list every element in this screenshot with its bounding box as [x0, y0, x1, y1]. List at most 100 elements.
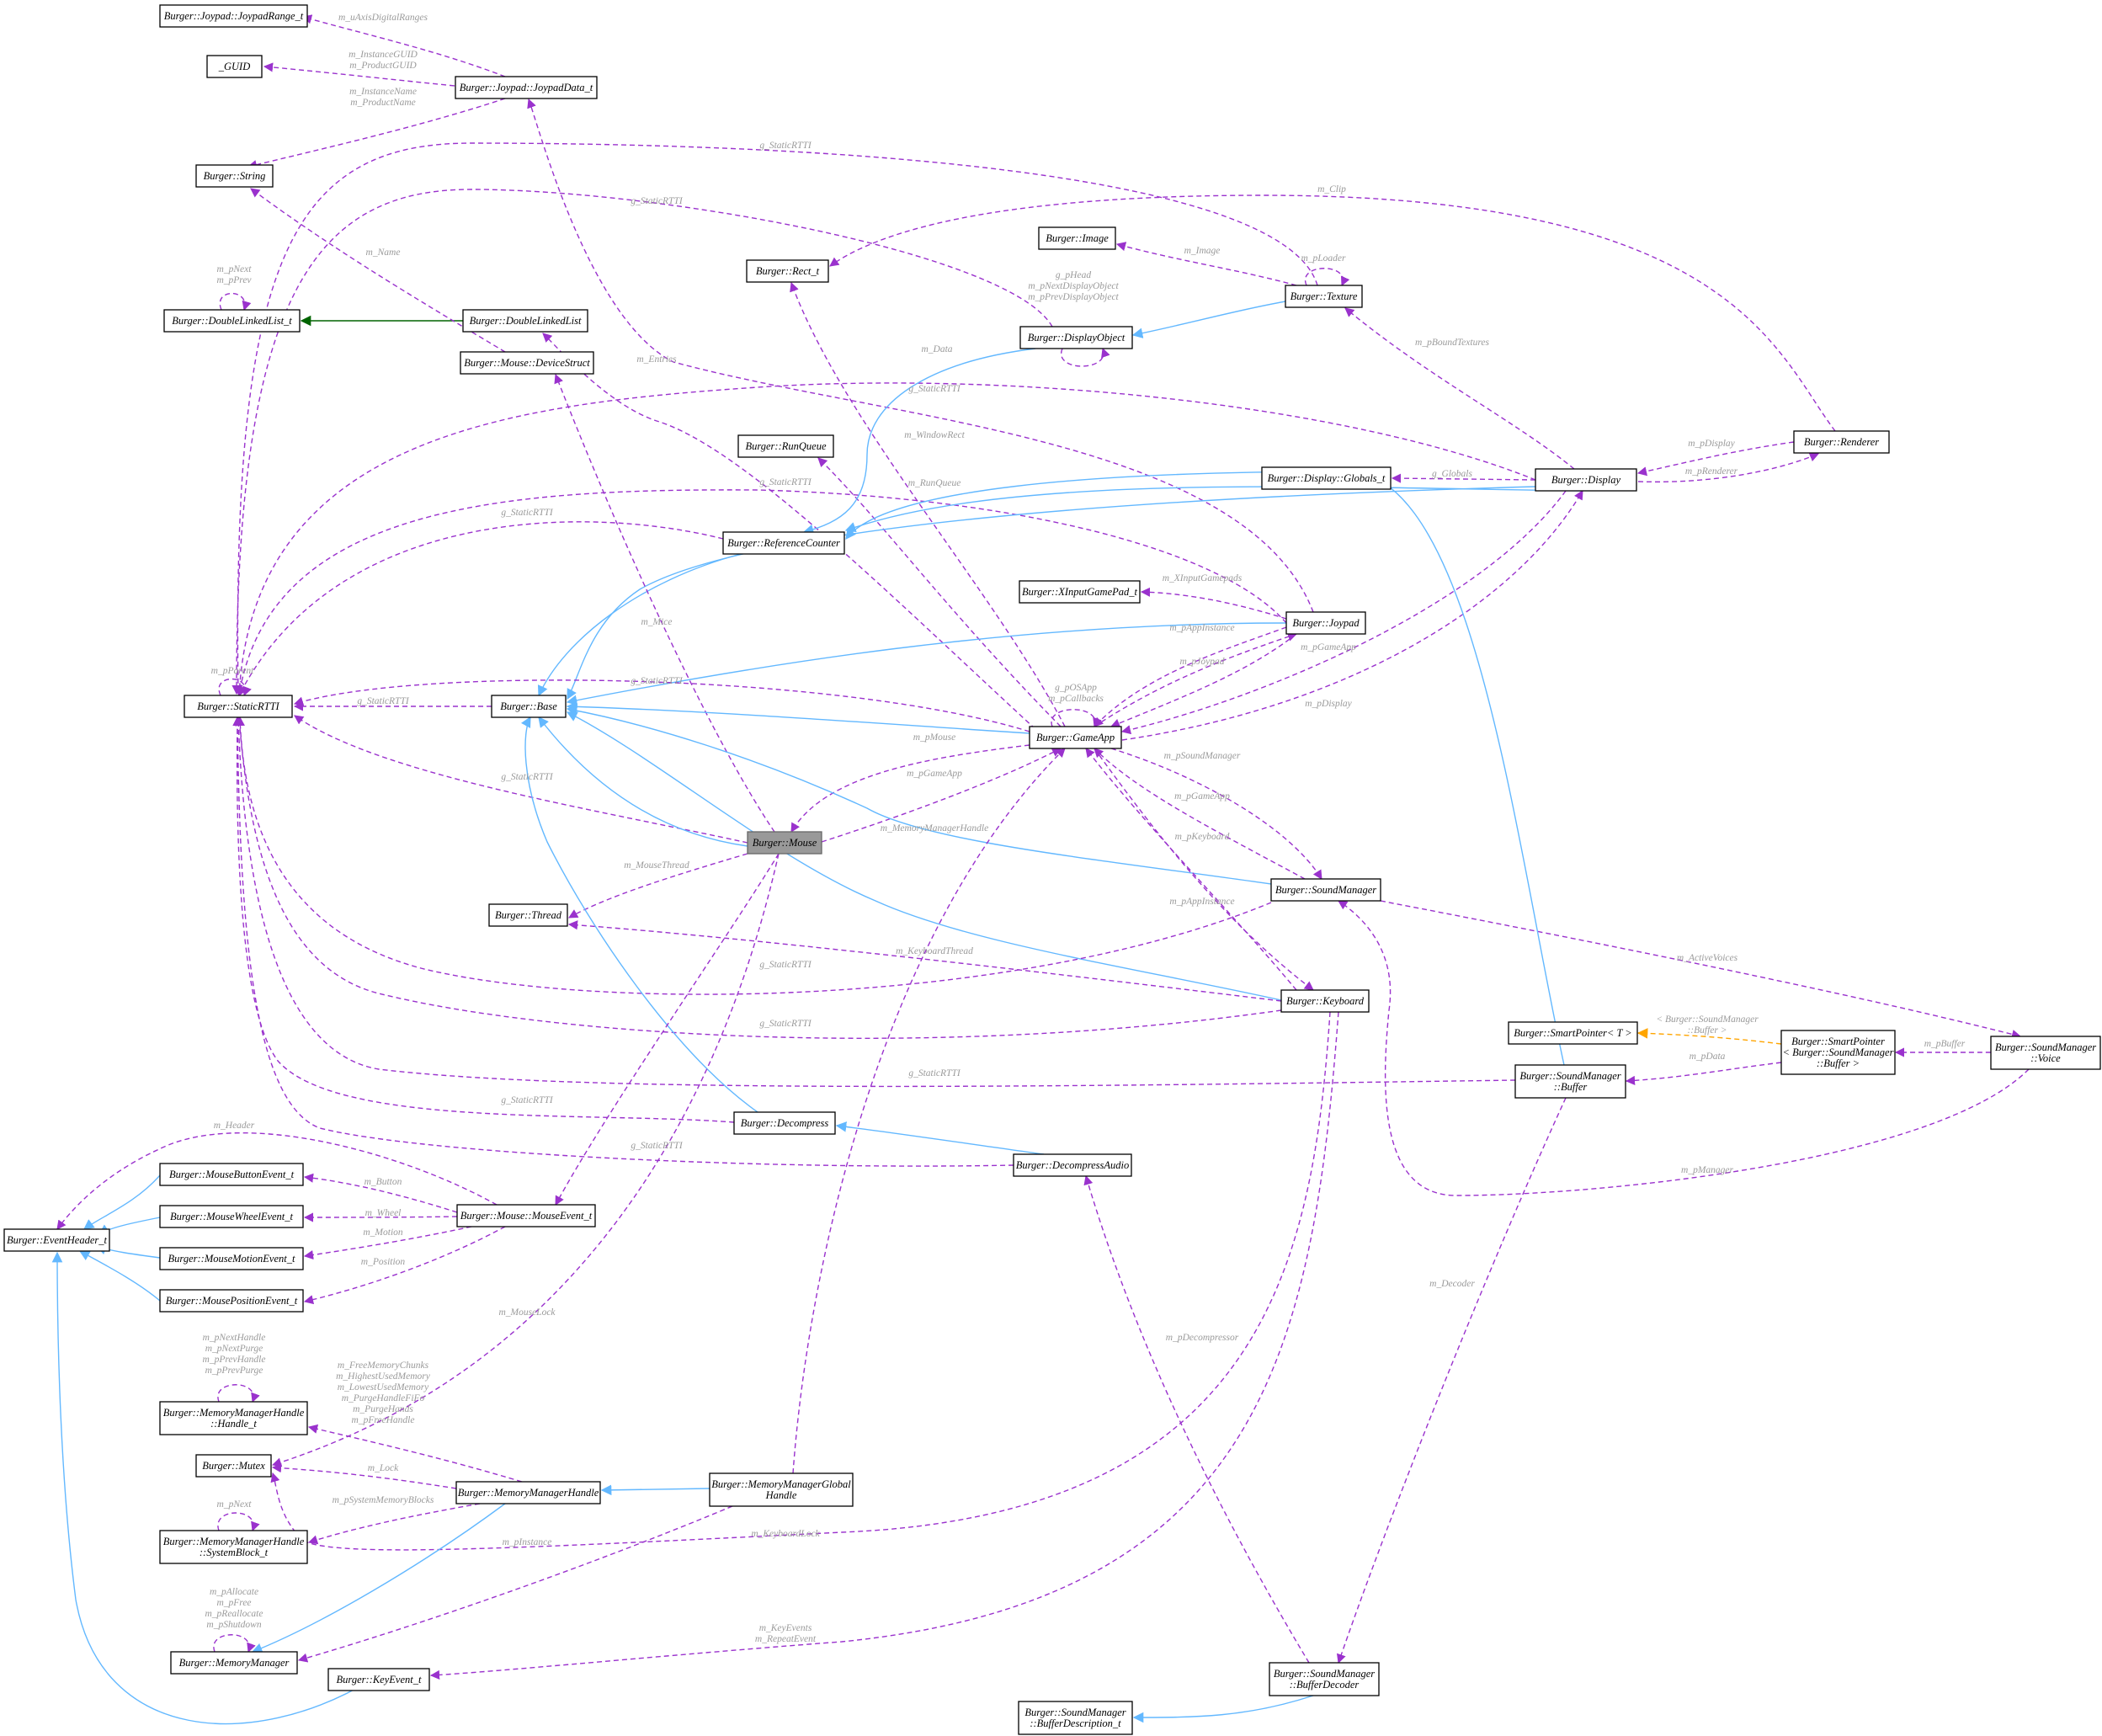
edge-label-header: m_Header	[214, 1121, 255, 1131]
class-box	[159, 1163, 304, 1186]
edge-label-active-voices: m_ActiveVoices	[1677, 953, 1738, 963]
class-node-static-rtti[interactable]: Burger::StaticRTTI	[184, 695, 293, 718]
edge-label-pbuffer: m_pBuffer	[1924, 1039, 1966, 1049]
class-node-event-header[interactable]: Burger::EventHeader_t	[3, 1228, 110, 1252]
class-node-joypad-range[interactable]: Burger::Joypad::JoypadRange_t	[159, 4, 308, 28]
edge-label-m-name: m_Name	[366, 248, 401, 258]
class-box	[184, 695, 293, 718]
edge-renderer-to-rect	[829, 194, 1836, 432]
edge-mmh-to-handle	[307, 1424, 523, 1483]
class-node-mmh[interactable]: Burger::MemoryManagerHandle	[455, 1481, 601, 1504]
class-box	[159, 1289, 304, 1313]
class-node-buffer-decoder[interactable]: Burger::SoundManager::BufferDecoder	[1269, 1662, 1380, 1696]
class-node-voice[interactable]: Burger::SoundManager::Voice	[1990, 1036, 2101, 1070]
edge-label-pdecompressor: m_pDecompressor	[1166, 1333, 1239, 1343]
class-node-base[interactable]: Burger::Base	[491, 695, 567, 718]
edge-label-mice: m_Mice	[641, 617, 672, 627]
class-name: Burger::Mouse::MouseEvent_t	[460, 1210, 593, 1222]
edge-label-mouse-rtti: g_StaticRTTI	[501, 772, 554, 782]
class-box	[170, 1651, 298, 1675]
edge-label-clip: m_Clip	[1317, 184, 1346, 194]
edge-label-rtti-self: m_pParent	[211, 666, 254, 676]
class-node-smart-pointer-buf[interactable]: Burger::SmartPointer< Burger::SoundManag…	[1780, 1030, 1896, 1075]
class-node-mouse-wheel-event[interactable]: Burger::MouseWheelEvent_t	[159, 1205, 304, 1228]
edge-label-sys-self: m_pNext	[217, 1499, 253, 1510]
class-name: Burger::Display::Globals_t	[1268, 472, 1386, 484]
edge-mm-global-to-gameapp	[792, 748, 1066, 1474]
class-node-display-globals[interactable]: Burger::Display::Globals_t	[1261, 466, 1392, 490]
class-node-mouse[interactable]: Burger::Mouse	[747, 831, 822, 855]
class-node-mmh-handle[interactable]: Burger::MemoryManagerHandle::Handle_t	[159, 1401, 308, 1435]
class-node-buffer-description[interactable]: Burger::SoundManager::BufferDescription_…	[1018, 1701, 1133, 1735]
class-node-mmh-system[interactable]: Burger::MemoryManagerHandle::SystemBlock…	[159, 1530, 308, 1564]
edge-handle-self	[217, 1384, 260, 1403]
class-node-joypad[interactable]: Burger::Joypad	[1285, 611, 1366, 635]
class-node-dll[interactable]: Burger::DoubleLinkedList	[462, 309, 588, 333]
class-name: Burger::DecompressAudio	[1016, 1159, 1129, 1171]
class-node-memory-manager[interactable]: Burger::MemoryManager	[170, 1651, 298, 1675]
class-node-thread[interactable]: Burger::Thread	[488, 903, 568, 927]
edge-display-to-rtti	[234, 382, 1536, 697]
class-node-string[interactable]: Burger::String	[195, 164, 274, 188]
edge-label-window-rect: m_WindowRect	[904, 430, 965, 440]
class-box	[1029, 726, 1122, 749]
class-node-buffer[interactable]: Burger::SoundManager::Buffer	[1514, 1064, 1626, 1099]
edge-gameapp-to-display	[1121, 490, 1583, 741]
edge-label-axis-ranges: m_uAxisDigitalRanges	[338, 13, 428, 23]
edge-mmh-to-system	[307, 1503, 481, 1545]
class-name: Burger::MouseWheelEvent_t	[170, 1211, 294, 1222]
class-name: Burger::EventHeader_t	[7, 1234, 107, 1246]
edge-joypad-data-to-string	[247, 98, 506, 170]
class-node-device-struct[interactable]: Burger::Mouse::DeviceStruct	[460, 351, 594, 375]
class-node-guid[interactable]: _GUID	[206, 55, 263, 78]
class-node-xinput[interactable]: Burger::XInputGamePad_t	[1019, 580, 1141, 604]
edge-label-sound-rtti: g_StaticRTTI	[759, 960, 812, 970]
edge-mouse-event-to-button	[303, 1173, 458, 1213]
class-node-game-app[interactable]: Burger::GameApp	[1029, 726, 1122, 749]
class-name: Burger::SoundManager::BufferDecoder	[1274, 1668, 1375, 1691]
class-name: Burger::Mutex	[202, 1460, 265, 1472]
class-node-dll-t[interactable]: Burger::DoubleLinkedList_t	[163, 309, 301, 333]
class-name: Burger::Renderer	[1804, 436, 1879, 448]
edge-voice-to-sound	[1338, 900, 2030, 1196]
edge-label-pgameapp-disp: m_pGameApp	[1301, 642, 1356, 652]
class-node-decompress-audio[interactable]: Burger::DecompressAudio	[1013, 1153, 1132, 1177]
class-node-rect[interactable]: Burger::Rect_t	[746, 259, 829, 283]
class-node-keyboard[interactable]: Burger::Keyboard	[1280, 989, 1370, 1013]
edge-label-mouse-thread: m_MouseThread	[624, 860, 689, 871]
class-node-renderer[interactable]: Burger::Renderer	[1793, 430, 1890, 454]
class-node-image[interactable]: Burger::Image	[1038, 226, 1116, 250]
class-box	[163, 309, 301, 333]
class-node-run-queue[interactable]: Burger::RunQueue	[737, 434, 834, 458]
class-node-display-object[interactable]: Burger::DisplayObject	[1019, 326, 1133, 349]
edge-label-tmpl-args: < Burger::SoundManager::Buffer >	[1656, 1014, 1759, 1036]
class-node-mouse-motion-event[interactable]: Burger::MouseMotionEvent_t	[159, 1247, 304, 1270]
class-node-mutex[interactable]: Burger::Mutex	[195, 1454, 272, 1478]
class-node-ref-counter[interactable]: Burger::ReferenceCounter	[722, 531, 845, 555]
class-name: Burger::MemoryManagerHandle::Handle_t	[163, 1407, 305, 1430]
edge-label-pappinst-kb: m_pAppInstance	[1169, 897, 1234, 907]
class-node-joypad-data[interactable]: Burger::Joypad::JoypadData_t	[455, 76, 598, 99]
class-node-display[interactable]: Burger::Display	[1535, 468, 1637, 492]
edge-label-entries: m_Entries	[636, 354, 677, 365]
class-node-mouse-position-event[interactable]: Burger::MousePositionEvent_t	[159, 1289, 304, 1313]
class-node-sound-manager[interactable]: Burger::SoundManager	[1270, 878, 1381, 902]
edge-label-gameapp-rtti: g_StaticRTTI	[631, 676, 684, 686]
class-node-smart-pointer-t[interactable]: Burger::SmartPointer< T >	[1508, 1021, 1638, 1045]
class-node-texture[interactable]: Burger::Texture	[1285, 285, 1363, 308]
class-node-decompress[interactable]: Burger::Decompress	[733, 1111, 836, 1135]
edge-display-to-renderer	[1637, 452, 1820, 483]
class-node-key-event[interactable]: Burger::KeyEvent_t	[327, 1668, 430, 1691]
class-node-mouse-event[interactable]: Burger::Mouse::MouseEvent_t	[456, 1204, 596, 1227]
class-box	[746, 259, 829, 283]
class-node-mouse-button-event[interactable]: Burger::MouseButtonEvent_t	[159, 1163, 304, 1186]
edge-gameapp-to-keyboard	[1094, 748, 1314, 991]
class-box	[488, 903, 568, 927]
edge-display-to-gameapp	[1120, 490, 1567, 735]
class-name: Burger::Joypad	[1292, 617, 1360, 629]
